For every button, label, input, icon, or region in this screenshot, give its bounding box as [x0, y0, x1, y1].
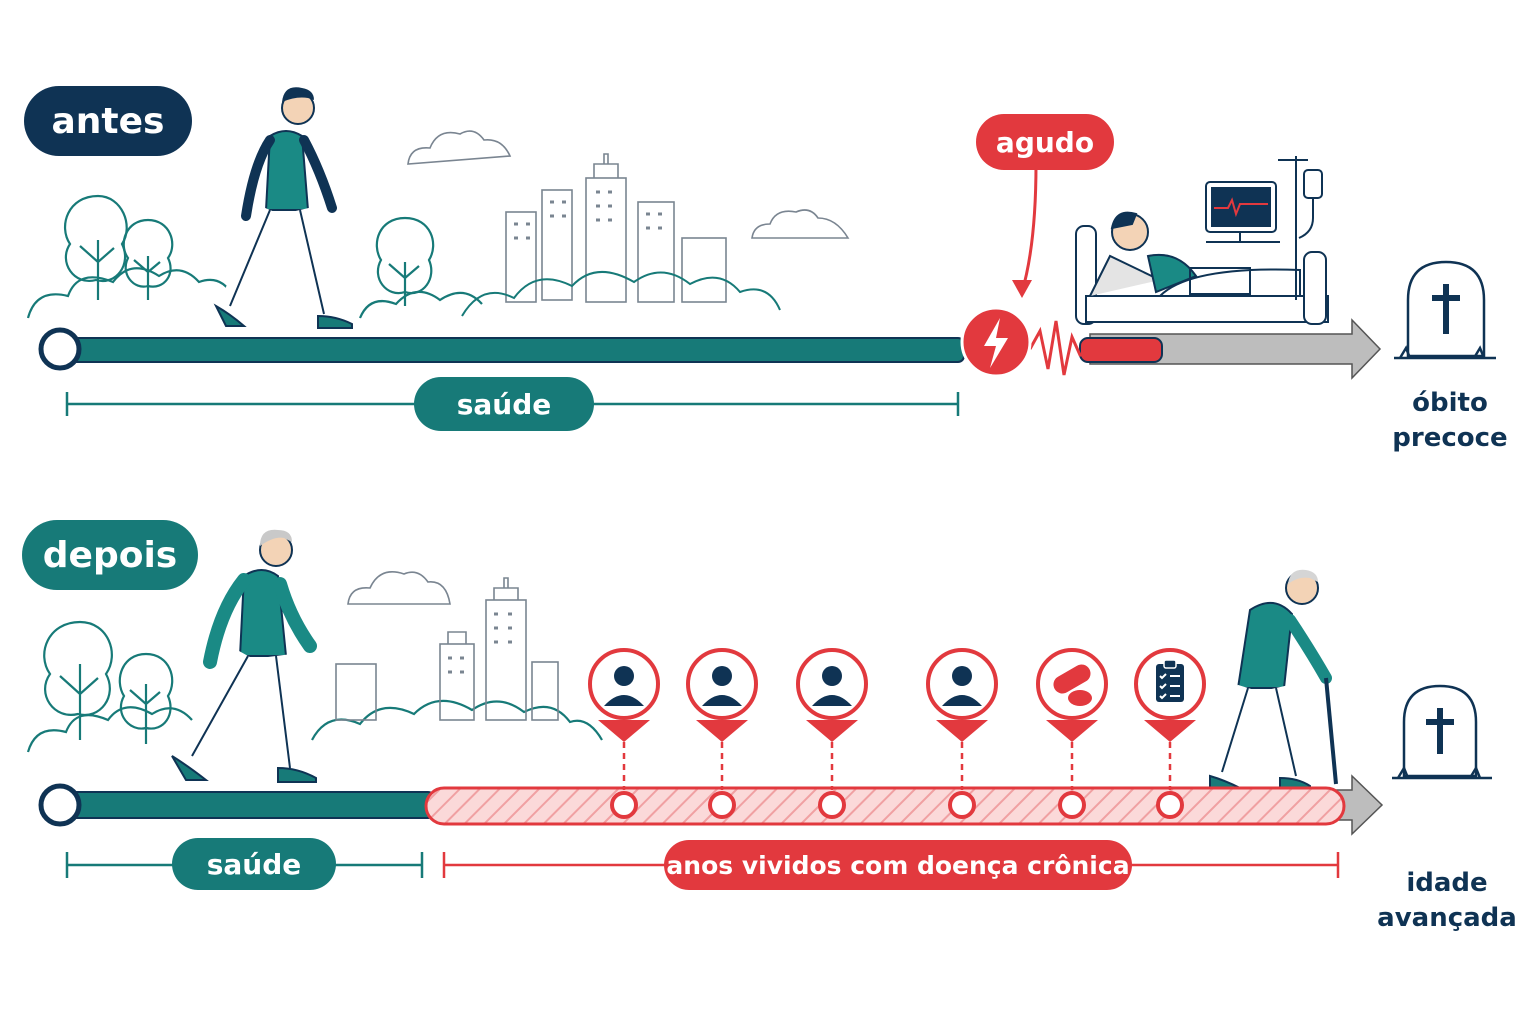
- lightning-icon: [984, 318, 1008, 368]
- early-death-line1: óbito: [1412, 388, 1488, 418]
- arrow-head-icon: [1012, 280, 1032, 298]
- after-health-label: saúde: [172, 838, 336, 890]
- pill-icon: [1053, 664, 1092, 706]
- event-marker-1: [588, 648, 660, 819]
- tombstone-icon: [1392, 684, 1492, 780]
- clipboard-icon: [1156, 659, 1184, 702]
- early-death-label: óbito precoce: [1376, 386, 1524, 456]
- hospital-bed-icon: [1075, 156, 1329, 325]
- before-scenery: [26, 194, 483, 319]
- before-health-label: saúde: [414, 377, 594, 431]
- elderly-man-icon: [1209, 569, 1338, 791]
- event-marker-3: [796, 648, 868, 819]
- doctor-icon: [952, 666, 972, 686]
- before-timeline: [38, 306, 1382, 416]
- doctor-icon: [712, 666, 732, 686]
- walking-man-icon: [171, 529, 317, 783]
- after-timeline: [38, 774, 1384, 878]
- tombstone-icon: [1394, 260, 1496, 360]
- after-city: [335, 571, 559, 721]
- before-city: [407, 130, 850, 317]
- chronic-disease-label: anos vividos com doença crônica: [664, 840, 1132, 890]
- old-age-line2: avançada: [1377, 903, 1517, 933]
- event-marker-4: [926, 648, 998, 819]
- old-age-line1: idade: [1406, 868, 1488, 898]
- after-scenery: [26, 620, 603, 753]
- after-badge: depois: [22, 520, 198, 590]
- event-marker-2: [686, 648, 758, 819]
- before-badge: antes: [24, 86, 192, 156]
- event-marker-5: [1036, 648, 1108, 819]
- doctor-icon: [822, 666, 842, 686]
- walking-man-icon: [213, 87, 353, 329]
- early-death-line2: precoce: [1392, 423, 1508, 453]
- acute-label: agudo: [976, 114, 1114, 170]
- doctor-icon: [614, 666, 634, 686]
- old-age-label: idade avançada: [1370, 866, 1524, 936]
- acute-arrow: [1020, 163, 1038, 293]
- event-marker-6: [1134, 648, 1206, 819]
